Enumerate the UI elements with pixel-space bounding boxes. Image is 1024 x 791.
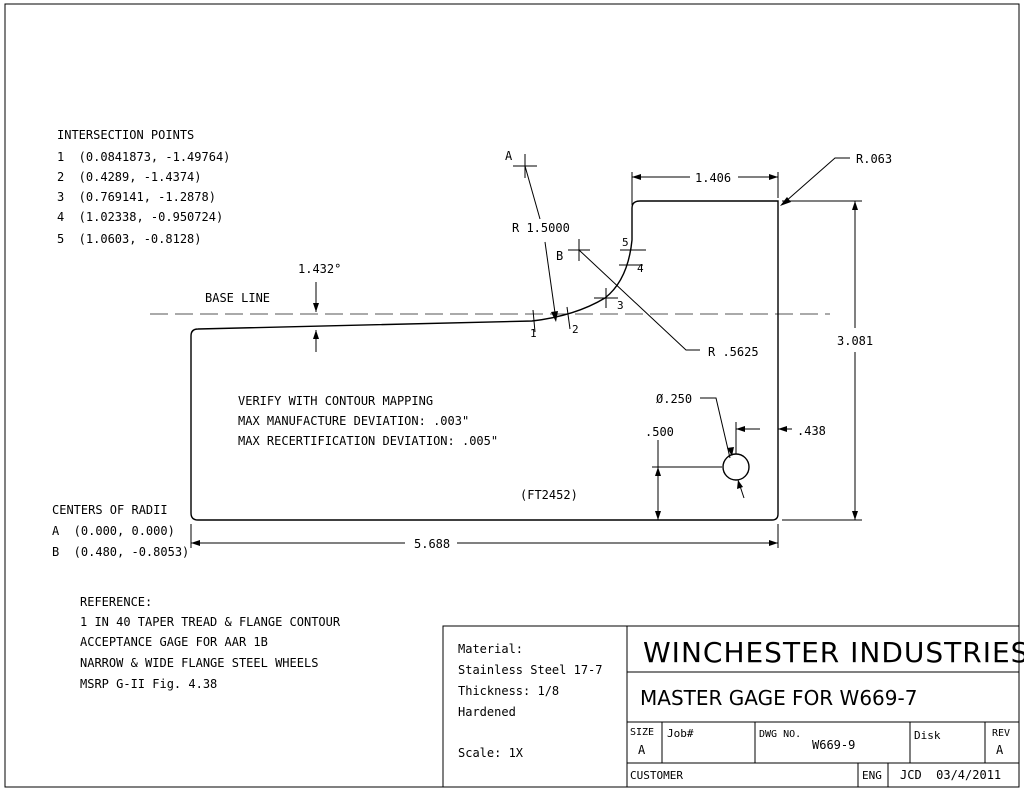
pt2-tick <box>566 306 571 330</box>
reference-title: REFERENCE: <box>80 595 152 609</box>
r-small-label: R .5625 <box>708 345 759 359</box>
hole-height-arrow-bottom <box>655 511 661 520</box>
rev-label: REV <box>992 728 1010 739</box>
title-block-frame <box>442 625 1020 788</box>
drawing-title: MASTER GAGE FOR W669-7 <box>640 686 917 710</box>
height-arrow-top <box>852 201 858 210</box>
hole-dia-label: Ø.250 <box>656 392 692 406</box>
note-verify: VERIFY WITH CONTOUR MAPPING <box>238 394 433 408</box>
intersection-points-title: INTERSECTION POINTS <box>57 128 194 142</box>
pt5-label: 5 <box>622 236 629 249</box>
r-small-leader <box>578 249 700 351</box>
center-a-label: A <box>505 149 513 163</box>
pt2-label: 2 <box>572 323 579 336</box>
hole-edge-arrow-left <box>736 426 745 432</box>
intersection-point-3: 3 (0.769141, -1.2878) <box>57 190 216 204</box>
top-width-arrow-right <box>769 174 778 180</box>
thickness: Thickness: 1/8 <box>458 684 559 698</box>
note-manufacture-deviation: MAX MANUFACTURE DEVIATION: .003" <box>238 414 469 428</box>
r-big-arrow <box>551 311 558 322</box>
size-value: A <box>638 743 646 757</box>
angle-dim-label: 1.432° <box>298 262 341 276</box>
dwg-label: DWG NO. <box>759 729 801 740</box>
reference-line-1: 1 IN 40 TAPER TREAD & FLANGE CONTOUR <box>80 615 341 629</box>
dwg-value: W669-9 <box>812 738 855 752</box>
title-block: Material: Stainless Steel 17-7 Thickness… <box>442 625 1024 788</box>
hole-height-label: .500 <box>645 425 674 439</box>
pt1-tick <box>532 309 536 333</box>
job-label: Job# <box>667 727 694 740</box>
part-outline <box>190 200 779 521</box>
material-value: Stainless Steel 17-7 <box>458 663 603 677</box>
company-name: WINCHESTER INDUSTRIES INC. <box>643 636 1024 669</box>
scale: Scale: 1X <box>458 746 524 760</box>
pt4-label: 4 <box>637 262 644 275</box>
eng-label: ENG <box>862 769 882 782</box>
centers-of-radii-table: CENTERS OF RADII A (0.000, 0.000) B (0.4… <box>52 503 189 559</box>
center-a-coords: A (0.000, 0.000) <box>52 524 175 538</box>
total-width-arrow-left <box>191 540 200 546</box>
intersection-point-2: 2 (0.4289, -1.4374) <box>57 170 202 184</box>
intersection-point-4: 4 (1.02338, -0.950724) <box>57 210 223 224</box>
rev-value: A <box>996 743 1004 757</box>
hole-dia-arrow-bottom <box>737 480 743 489</box>
hardened: Hardened <box>458 705 516 719</box>
intersection-point-1: 1 (0.0841873, -1.49764) <box>57 150 230 164</box>
hole <box>722 453 750 481</box>
centers-of-radii-title: CENTERS OF RADII <box>52 503 168 517</box>
center-b-label: B <box>556 249 563 263</box>
height-arrow-bottom <box>852 511 858 520</box>
r-big-leader-bottom <box>544 241 557 321</box>
hole-edge-label: .438 <box>797 424 826 438</box>
reference-line-2: ACCEPTANCE GAGE FOR AAR 1B <box>80 635 268 649</box>
hole-height-arrow-top <box>655 467 661 476</box>
size-label: SIZE <box>630 727 654 738</box>
angle-arrow-down <box>313 303 319 312</box>
intersection-point-5: 5 (1.0603, -0.8128) <box>57 232 202 246</box>
r-big-leader-top <box>524 165 541 220</box>
hole-edge-arrow-right <box>778 426 787 432</box>
center-b-coords: B (0.480, -0.8053) <box>52 545 189 559</box>
hole-dia-leader <box>700 397 731 459</box>
base-line-label: BASE LINE <box>205 291 270 305</box>
top-width-arrow-left <box>632 174 641 180</box>
reference-block: REFERENCE: 1 IN 40 TAPER TREAD & FLANGE … <box>80 595 341 691</box>
total-width-arrow-right <box>769 540 778 546</box>
material-label: Material: <box>458 642 523 656</box>
reference-line-3: NARROW & WIDE FLANGE STEEL WHEELS <box>80 656 318 670</box>
r-corner-label: R.063 <box>856 152 892 166</box>
height-label: 3.081 <box>837 334 873 348</box>
disk-label: Disk <box>914 729 941 742</box>
top-width-label: 1.406 <box>695 171 731 185</box>
intersection-points-table: INTERSECTION POINTS 1 (0.0841873, -1.497… <box>57 128 230 246</box>
note-recertification-deviation: MAX RECERTIFICATION DEVIATION: .005" <box>238 434 498 448</box>
part-id: (FT2452) <box>520 488 578 502</box>
eng-value: JCD 03/4/2011 <box>900 768 1001 782</box>
hole-dia-arrow-top <box>727 447 734 456</box>
reference-line-4: MSRP G-II Fig. 4.38 <box>80 677 217 691</box>
r-corner-leader <box>784 157 850 203</box>
pt1-label: 1 <box>530 327 537 340</box>
pt3-label: 3 <box>617 299 624 312</box>
customer-label: CUSTOMER <box>630 769 683 782</box>
angle-arrow-up <box>313 330 319 339</box>
r-big-label: R 1.5000 <box>512 221 570 235</box>
total-width-label: 5.688 <box>414 537 450 551</box>
